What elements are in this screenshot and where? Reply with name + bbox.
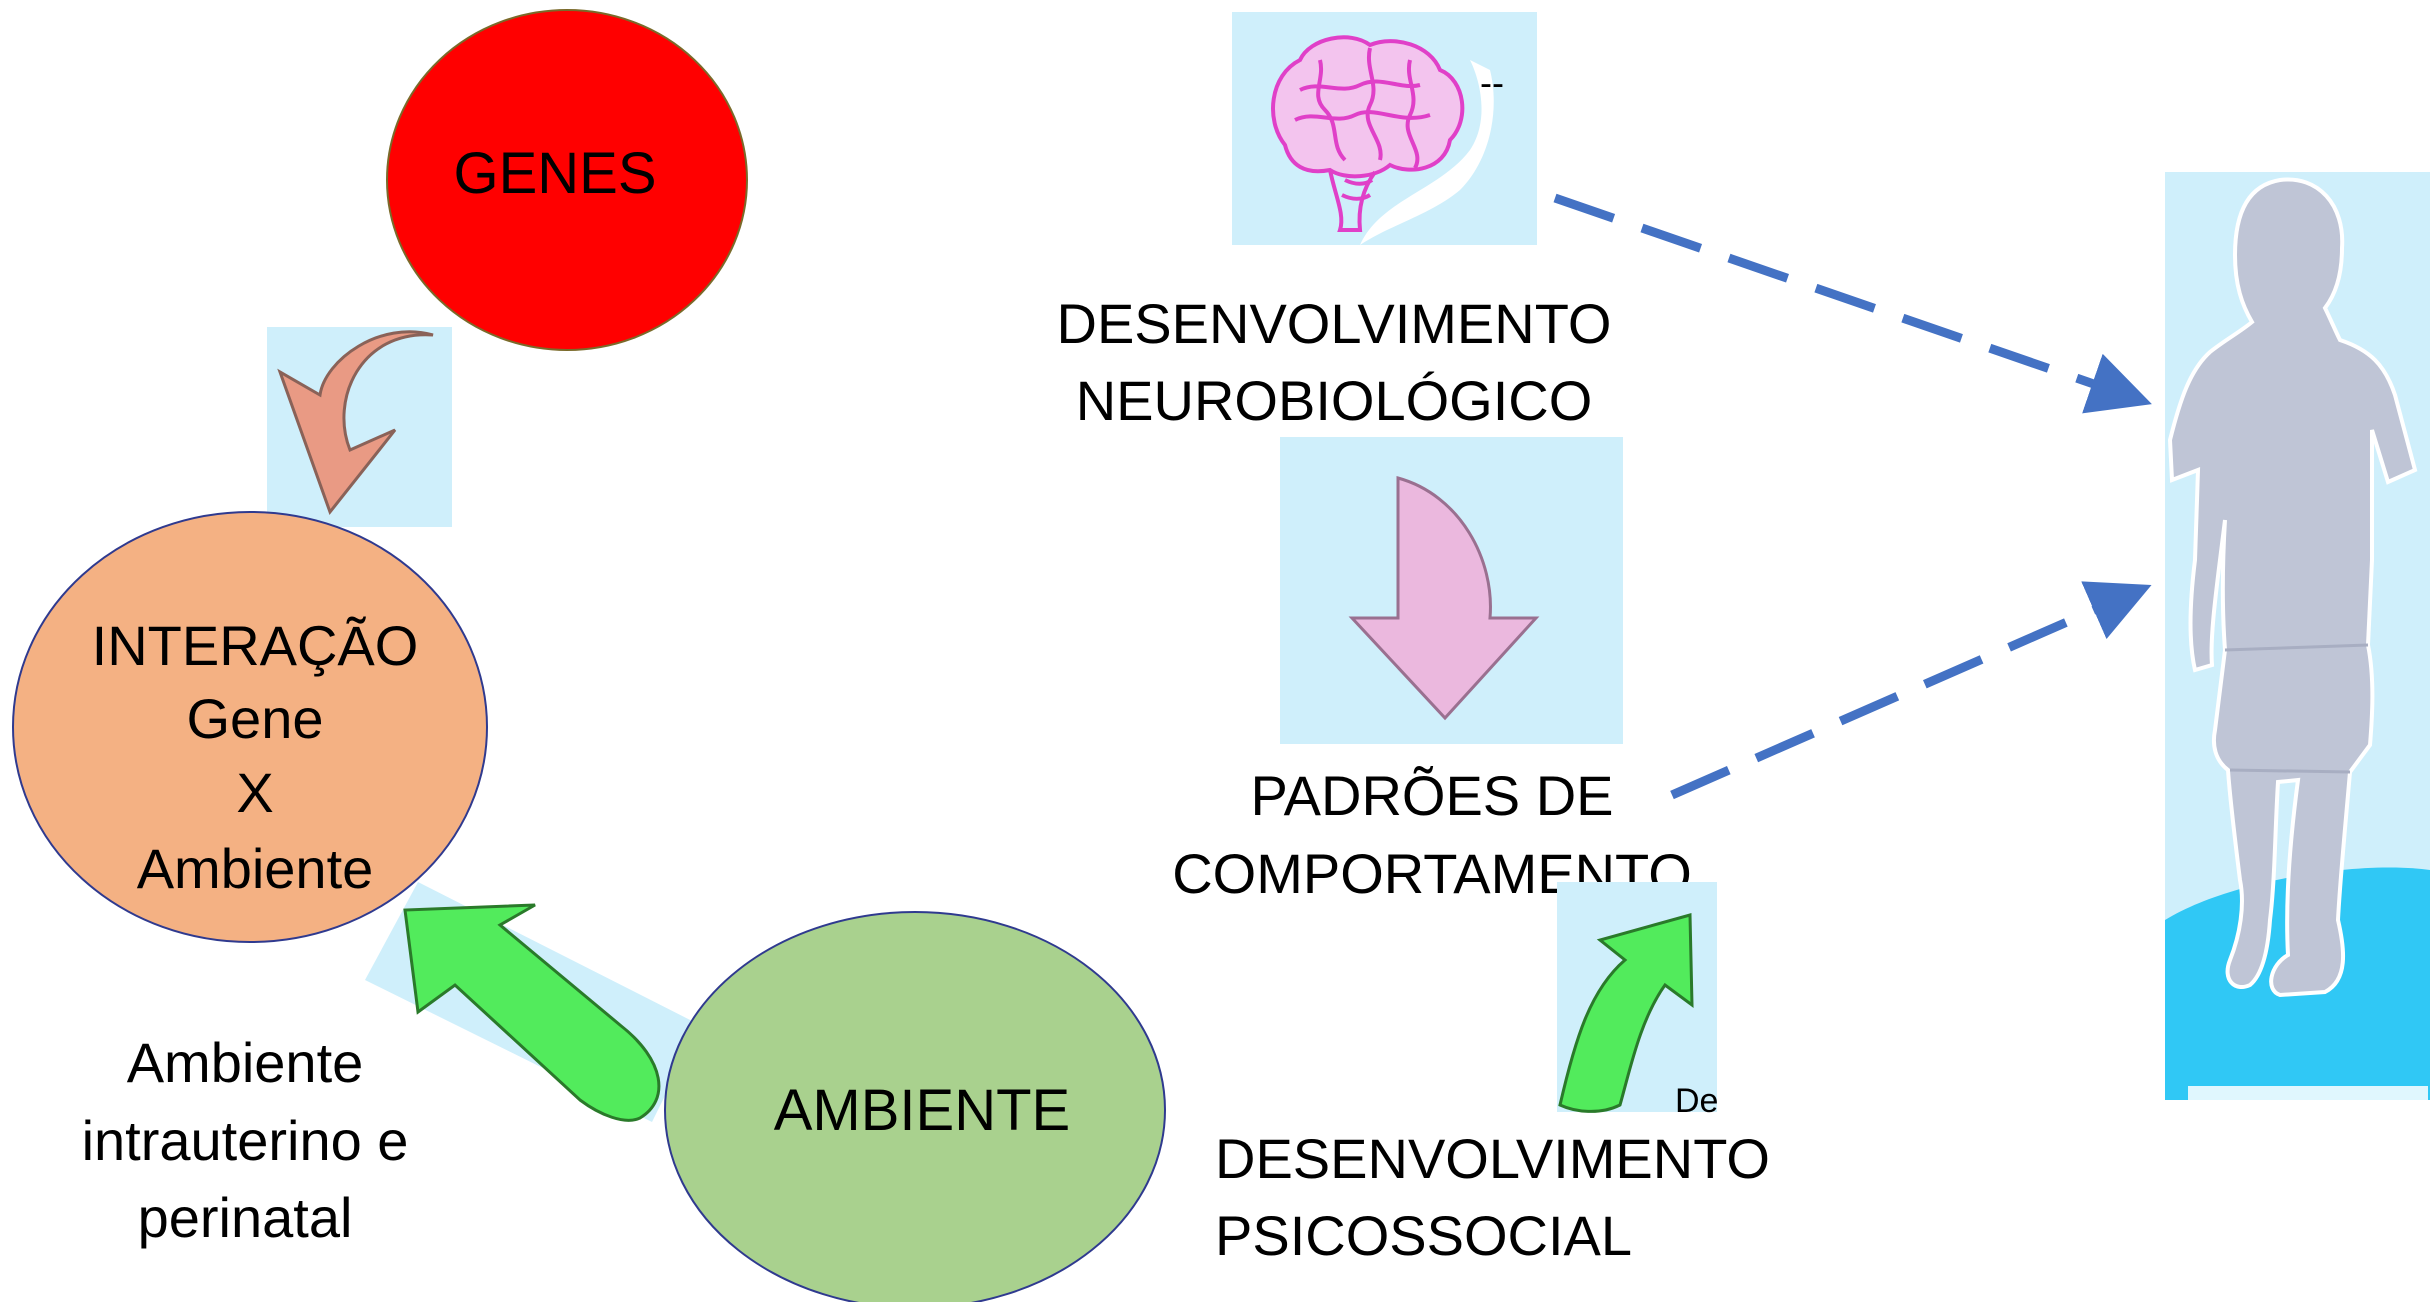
arrow-ambiente-to-interacao [365, 882, 700, 1122]
neuro-line-2: NEUROBIOLÓGICO [1076, 369, 1593, 432]
interacao-line-1: INTERAÇÃO [92, 614, 419, 677]
small-text-fragment: De [1675, 1082, 1718, 1120]
arrow-psicossocial-up: De [1557, 882, 1718, 1120]
interacao-line-4: Ambiente [137, 837, 374, 900]
ambiente-intrauterino-line-1: Ambiente [127, 1031, 364, 1094]
interacao-node [12, 511, 488, 943]
interacao-line-2: Gene [187, 687, 324, 750]
brain-image: -- [1232, 12, 1537, 245]
dashed-arrow-padroes-to-child [1670, 581, 2152, 800]
psicossocial-line-1: DESENVOLVIMENTO [1215, 1127, 1770, 1190]
ambiente-node [664, 911, 1166, 1302]
ambiente-label: AMBIENTE [774, 1078, 1071, 1143]
genes-node [386, 9, 748, 351]
ambiente-intrauterino-line-3: perinatal [138, 1186, 353, 1249]
genes-label: GENES [453, 141, 656, 206]
brain-dash-fragment: -- [1480, 62, 1504, 103]
padroes-line-1: PADRÕES DE [1250, 764, 1613, 827]
dashed-arrow-neuro-to-child [1553, 193, 2152, 414]
brain-icon [1271, 35, 1465, 232]
ambiente-intrauterino-line-2: intrauterino e [82, 1109, 409, 1172]
psicossocial-line-2: PSICOSSOCIAL [1215, 1204, 1632, 1267]
child-silhouette-icon [2167, 177, 2418, 998]
child-image [2165, 172, 2430, 1100]
arrow-genes-to-interacao [267, 327, 452, 527]
arrow-neuro-to-padroes [1280, 437, 1623, 744]
interacao-line-3: X [236, 761, 273, 824]
neuro-line-1: DESENVOLVIMENTO [1057, 292, 1612, 355]
